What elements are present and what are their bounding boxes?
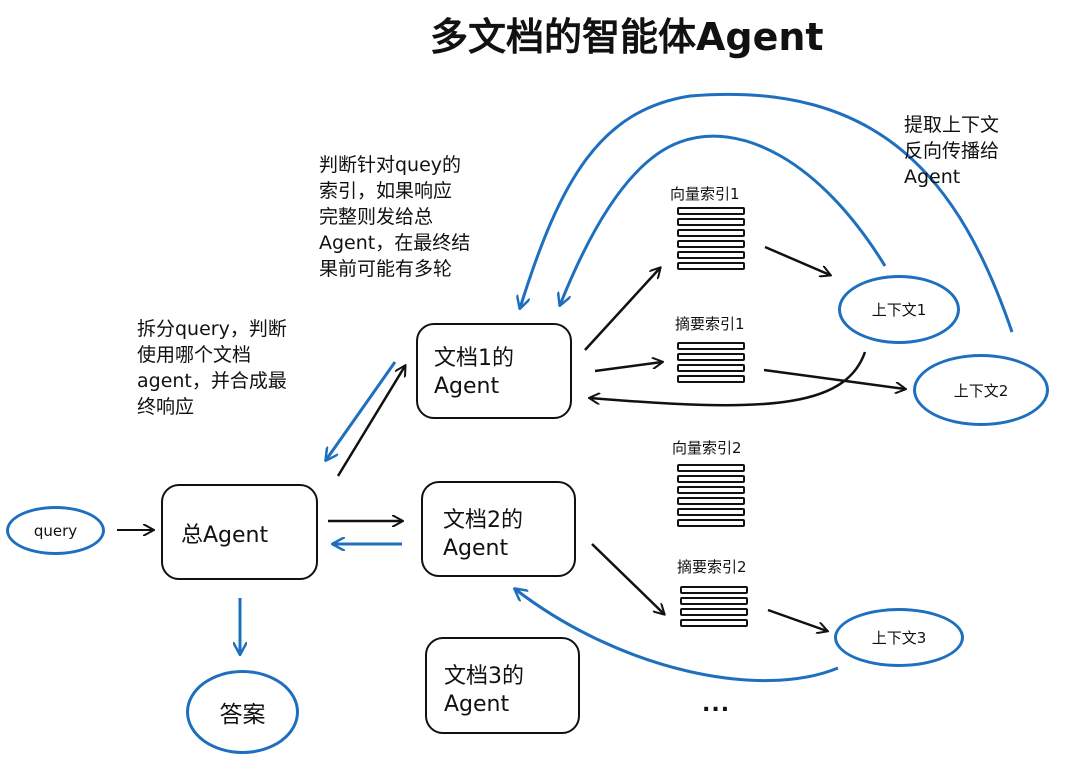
- doc2-agent-label-line: 文档2的: [443, 508, 523, 533]
- note-split-line: 终响应: [137, 396, 195, 418]
- doc1-agent-box: 文档1的 Agent: [416, 323, 572, 419]
- note-split-query: 拆分query，判断 使用哪个文档 agent，并合成最 终响应: [137, 316, 287, 420]
- note-judge-line: 完整则发给总: [319, 206, 434, 228]
- note-judge-line: 判断针对quey的: [319, 154, 462, 176]
- index-bar: [677, 207, 745, 215]
- index-bar: [677, 251, 745, 259]
- index-bar: [677, 508, 745, 516]
- index-bar: [677, 364, 745, 372]
- index-bar: [677, 342, 745, 350]
- arrow-total-to-doc1: [336, 366, 405, 477]
- index-bar: [677, 475, 745, 483]
- index-bar: [677, 464, 745, 472]
- arc-ctx1-to-doc1-inner: [560, 134, 887, 305]
- index-bar: [677, 519, 745, 527]
- doc3-agent-box: 文档3的 Agent: [425, 637, 580, 734]
- doc1-agent-label-line: 文档1的: [434, 346, 514, 371]
- doc3-agent-label-line: 文档3的: [444, 664, 524, 689]
- note-judge-index: 判断针对quey的 索引，如果响应 完整则发给总 Agent，在最终结 果前可能…: [319, 152, 470, 282]
- ellipsis-more: ...: [702, 692, 731, 717]
- context-1-label: 上下文1: [871, 301, 927, 319]
- diagram-title: 多文档的智能体Agent: [430, 15, 824, 59]
- note-extract-line: 反向传播给: [904, 140, 1000, 162]
- note-judge-line: 果前可能有多轮: [319, 258, 453, 280]
- context-2-node: 上下文2: [913, 354, 1049, 426]
- index-bar: [677, 486, 745, 494]
- arrow-doc1-to-sum1: [594, 362, 662, 373]
- context-1-node: 上下文1: [838, 275, 960, 344]
- doc1-agent-label-line: Agent: [434, 374, 500, 399]
- note-extract-line: 提取上下文: [904, 114, 1000, 136]
- index-bar: [680, 586, 748, 594]
- index-bar: [677, 218, 745, 226]
- arrow-sum2-to-ctx3: [767, 608, 827, 631]
- note-split-line: 拆分query，判断: [137, 318, 287, 340]
- vector-index-2-label: 向量索引2: [672, 439, 742, 457]
- index-bar: [677, 497, 745, 505]
- doc2-agent-label-line: Agent: [443, 536, 509, 561]
- index-bar: [680, 619, 748, 627]
- note-judge-line: 索引，如果响应: [319, 180, 453, 202]
- vector-index-2-stack: [677, 464, 745, 530]
- summary-index-2-stack: [680, 586, 748, 630]
- index-bar: [677, 353, 745, 361]
- arrow-sum1-to-ctx2: [763, 368, 905, 389]
- query-node-label: query: [33, 521, 78, 540]
- doc2-agent-box: 文档2的 Agent: [421, 481, 576, 577]
- index-bar: [677, 240, 745, 248]
- summary-index-2-label: 摘要索引2: [677, 558, 747, 576]
- vector-index-1-label: 向量索引1: [670, 185, 740, 203]
- arrow-ctx3-to-doc2: [515, 589, 839, 683]
- total-agent-box: 总Agent: [161, 484, 318, 580]
- index-bar: [677, 375, 745, 383]
- doc2-agent-label: 文档2的 Agent: [443, 507, 523, 563]
- context-2-label: 上下文2: [953, 381, 1009, 400]
- doc3-agent-label-line: Agent: [444, 692, 510, 717]
- context-3-label: 上下文3: [871, 629, 927, 647]
- arrow-doc1-to-total: [326, 361, 397, 460]
- context-3-node: 上下文3: [834, 608, 964, 667]
- note-extract-line: Agent: [904, 166, 961, 188]
- doc1-agent-label: 文档1的 Agent: [434, 345, 514, 401]
- note-split-line: agent，并合成最: [137, 370, 287, 392]
- vector-index-1-stack: [677, 207, 745, 273]
- note-judge-line: Agent，在最终结: [319, 232, 471, 254]
- doc3-agent-label: 文档3的 Agent: [444, 663, 524, 719]
- index-bar: [677, 262, 745, 270]
- arc-ctx2-to-doc1-outer: [520, 92, 1014, 333]
- arrow-doc2-to-sum2: [591, 543, 664, 614]
- note-split-line: 使用哪个文档: [137, 344, 252, 366]
- index-bar: [680, 597, 748, 605]
- summary-index-1-stack: [677, 342, 745, 386]
- summary-index-1-label: 摘要索引1: [675, 315, 745, 333]
- total-agent-label: 总Agent: [181, 523, 269, 548]
- arrow-doc1-to-vec1: [584, 268, 660, 351]
- answer-node-label: 答案: [219, 702, 266, 728]
- note-extract-context: 提取上下文 反向传播给 Agent: [904, 112, 999, 190]
- answer-node: 答案: [186, 670, 299, 754]
- arrow-ctx-to-doc1: [590, 351, 867, 407]
- query-node: query: [6, 506, 105, 555]
- index-bar: [680, 608, 748, 616]
- arrow-vec1-to-ctx1: [764, 245, 830, 275]
- index-bar: [677, 229, 745, 237]
